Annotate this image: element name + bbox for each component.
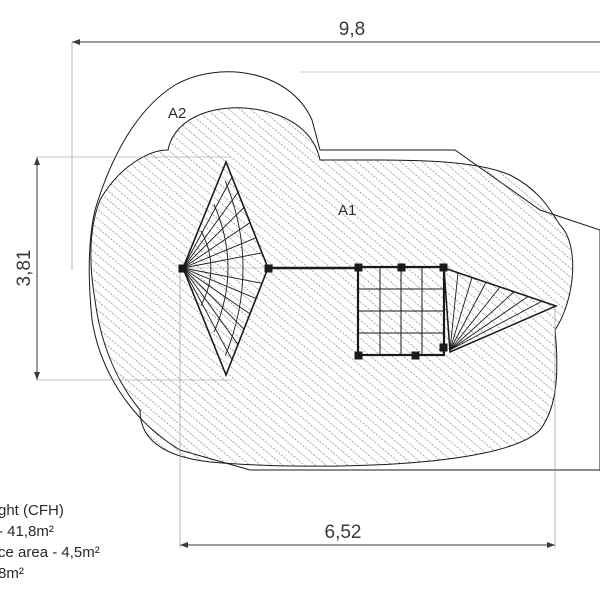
arrow-equip-right-icon	[547, 542, 555, 548]
rope-strand	[449, 272, 459, 351]
dimension-equipment-width: 6,52	[325, 522, 362, 543]
rope-ring	[224, 180, 244, 356]
legend-line-3: ce area - 4,5m²	[0, 544, 100, 561]
rope-strand	[182, 267, 257, 299]
net-anchor-left	[178, 264, 187, 273]
rope-strand	[182, 176, 233, 269]
area-a1-label: A1	[338, 202, 356, 219]
right-rope-net	[443, 266, 559, 354]
dimension-overall-width: 9,8	[339, 19, 365, 40]
rope-strand	[182, 222, 251, 269]
rope-strand	[449, 277, 473, 351]
rope-strand	[449, 291, 515, 351]
legend: ght (CFH) - 41,8m² ce area - 4,5m² 8m²	[0, 500, 100, 584]
climbing-grid	[354, 263, 448, 360]
arrow-left-icon	[72, 39, 80, 45]
arrow-bottom-icon	[34, 372, 40, 380]
rope-strand	[182, 267, 233, 360]
rope-strand	[182, 237, 257, 269]
arrow-top-icon	[34, 157, 40, 165]
rope-strand	[449, 286, 501, 351]
rope-strand	[449, 282, 487, 351]
rope-strand	[182, 252, 263, 269]
legend-line-1: ght (CFH)	[0, 502, 64, 519]
arrow-equip-left-icon	[180, 542, 188, 548]
rope-strand	[182, 267, 239, 345]
dimension-height: 3,81	[14, 250, 35, 287]
rope-strand	[449, 300, 543, 351]
rope-strand	[182, 267, 245, 330]
rope-ring	[213, 204, 229, 333]
rope-strand	[182, 267, 263, 284]
rope-strand	[182, 192, 239, 269]
legend-line-2: - 41,8m²	[0, 523, 54, 540]
rope-ring	[200, 230, 212, 306]
rope-strand	[182, 207, 245, 269]
legend-line-4: 8m²	[0, 565, 24, 582]
rope-strand	[182, 267, 251, 315]
area-a2-label: A2	[168, 105, 186, 122]
area-a2-outline	[88, 71, 600, 471]
rope-strand	[449, 296, 529, 351]
